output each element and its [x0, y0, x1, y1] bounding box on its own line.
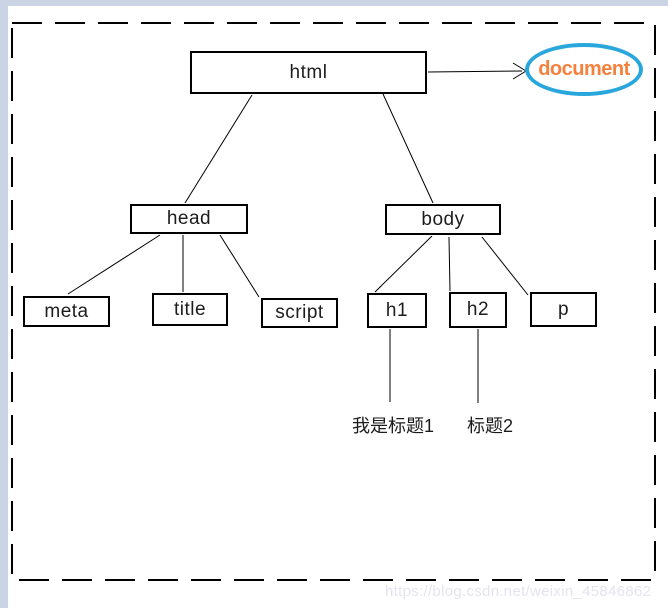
- edge-head-script: [219, 234, 260, 298]
- node-title-label: title: [173, 298, 207, 320]
- node-body: body: [385, 204, 501, 235]
- node-script: script: [261, 298, 338, 328]
- edge-head-meta: [67, 234, 161, 295]
- h1-text-caption: 我是标题1: [352, 416, 435, 436]
- node-body-label: body: [421, 208, 465, 230]
- dashed-frame: [11, 22, 656, 581]
- node-document-label: document: [538, 58, 630, 80]
- edge-html-body: [382, 93, 434, 204]
- window-chrome-top-strip: [0, 0, 668, 6]
- node-p: p: [530, 292, 597, 327]
- node-h2-label: h2: [466, 299, 490, 320]
- node-title: title: [152, 293, 228, 326]
- node-document-ellipse: document: [525, 43, 643, 96]
- edge-body-h2: [448, 236, 451, 292]
- node-head: head: [130, 204, 248, 234]
- window-chrome-left-strip: [0, 0, 8, 608]
- node-html-label: html: [289, 61, 328, 83]
- node-script-label: script: [275, 302, 324, 323]
- node-head-label: head: [166, 208, 212, 229]
- watermark-url: https://blog.csdn.net/weixin_45846862: [385, 583, 652, 600]
- edge-body-h1: [374, 235, 433, 293]
- node-meta: meta: [23, 296, 110, 327]
- node-h1-label: h1: [385, 299, 409, 321]
- edge-html-document: [427, 70, 523, 73]
- node-p-label: p: [557, 298, 570, 320]
- node-h2: h2: [449, 292, 507, 328]
- edge-html-head: [184, 94, 253, 204]
- node-meta-label: meta: [44, 300, 89, 322]
- node-h1: h1: [367, 293, 427, 328]
- h2-text-caption: 标题2: [467, 416, 514, 436]
- node-html: html: [190, 51, 427, 94]
- edge-body-p: [481, 236, 529, 296]
